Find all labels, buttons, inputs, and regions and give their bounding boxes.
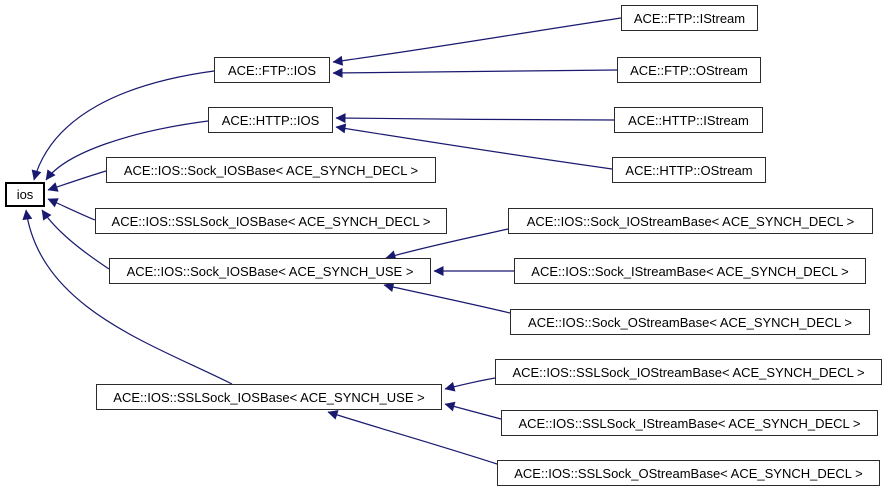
node-sock-istreambase-decl-label: ACE::IOS::Sock_IStreamBase< ACE_SYNCH_DE… [531, 263, 849, 279]
node-ace-ftp-ostream[interactable]: ACE::FTP::OStream [617, 57, 761, 83]
edge-http-ios-to-ios [45, 120, 209, 181]
edge-sslsock-iosbase-use-to-ios [22, 209, 233, 385]
edge-sock-ostreambase-decl-to-sock-iosbase-use [383, 282, 511, 314]
node-ace-http-ios-label: ACE::HTTP::IOS [221, 112, 320, 128]
edge-ftp-ios-to-ios [31, 70, 215, 181]
edge-sock-iostreambase-decl-to-sock-iosbase-use [385, 228, 509, 261]
node-sslsock-iosbase-decl[interactable]: ACE::IOS::SSLSock_IOSBase< ACE_SYNCH_DEC… [95, 208, 447, 234]
node-ios: ios [5, 182, 45, 207]
node-ace-http-ostream[interactable]: ACE::HTTP::OStream [612, 157, 766, 183]
node-sock-istreambase-decl[interactable]: ACE::IOS::Sock_IStreamBase< ACE_SYNCH_DE… [514, 258, 866, 284]
node-ace-http-ios[interactable]: ACE::HTTP::IOS [208, 107, 333, 133]
node-ace-http-ostream-label: ACE::HTTP::OStream [625, 162, 753, 178]
node-ace-ftp-istream-label: ACE::FTP::IStream [633, 10, 746, 26]
node-sslsock-iostreambase-decl[interactable]: ACE::IOS::SSLSock_IOStreamBase< ACE_SYNC… [495, 359, 882, 385]
node-sslsock-ostreambase-decl[interactable]: ACE::IOS::SSLSock_OStreamBase< ACE_SYNCH… [497, 460, 880, 486]
node-ace-http-istream-label: ACE::HTTP::IStream [628, 112, 749, 128]
node-ios-label: ios [16, 187, 34, 202]
node-sock-ostreambase-decl-label: ACE::IOS::Sock_OStreamBase< ACE_SYNCH_DE… [528, 314, 852, 330]
node-sslsock-iosbase-use[interactable]: ACE::IOS::SSLSock_IOSBase< ACE_SYNCH_USE… [96, 384, 442, 410]
node-ace-ftp-ios[interactable]: ACE::FTP::IOS [214, 57, 330, 83]
edge-ftp-istream-to-ftp-ios [332, 17, 622, 66]
node-sslsock-istreambase-decl[interactable]: ACE::IOS::SSLSock_IStreamBase< ACE_SYNCH… [501, 410, 878, 436]
node-sslsock-istreambase-decl-label: ACE::IOS::SSLSock_IStreamBase< ACE_SYNCH… [518, 415, 861, 431]
node-ace-ftp-istream[interactable]: ACE::FTP::IStream [621, 5, 758, 31]
node-sslsock-iostreambase-decl-label: ACE::IOS::SSLSock_IOStreamBase< ACE_SYNC… [512, 364, 865, 380]
node-sock-iostreambase-decl[interactable]: ACE::IOS::Sock_IOStreamBase< ACE_SYNCH_D… [508, 208, 873, 234]
edge-http-ostream-to-http-ios [335, 123, 613, 170]
edge-http-istream-to-http-ios [335, 113, 615, 124]
node-sock-ostreambase-decl[interactable]: ACE::IOS::Sock_OStreamBase< ACE_SYNCH_DE… [510, 309, 870, 335]
node-sslsock-ostreambase-decl-label: ACE::IOS::SSLSock_OStreamBase< ACE_SYNCH… [514, 465, 863, 481]
edge-sock-iosbase-use-to-ios [41, 209, 110, 270]
node-sslsock-iosbase-decl-label: ACE::IOS::SSLSock_IOSBase< ACE_SYNCH_DEC… [111, 213, 431, 229]
node-sock-iostreambase-decl-label: ACE::IOS::Sock_IOStreamBase< ACE_SYNCH_D… [526, 213, 855, 229]
node-sock-iosbase-use[interactable]: ACE::IOS::Sock_IOSBase< ACE_SYNCH_USE > [109, 258, 431, 284]
node-ace-http-istream[interactable]: ACE::HTTP::IStream [614, 107, 763, 133]
edge-sslsock-iostreambase-decl-to-sslsock-iosbase-use [444, 377, 496, 392]
edge-sslsock-istreambase-decl-to-sslsock-iosbase-use [444, 401, 502, 420]
node-sock-iosbase-decl-label: ACE::IOS::Sock_IOSBase< ACE_SYNCH_DECL > [123, 162, 419, 178]
edge-sock-iosbase-decl-to-ios [47, 170, 107, 192]
node-sslsock-iosbase-use-label: ACE::IOS::SSLSock_IOSBase< ACE_SYNCH_USE… [113, 389, 425, 405]
node-ace-ftp-ios-label: ACE::FTP::IOS [227, 62, 317, 78]
node-sock-iosbase-use-label: ACE::IOS::Sock_IOSBase< ACE_SYNCH_USE > [126, 263, 414, 279]
edge-sslsock-iosbase-decl-to-ios [47, 198, 96, 221]
node-ace-ftp-ostream-label: ACE::FTP::OStream [630, 62, 748, 78]
edge-sslsock-ostreambase-decl-to-sslsock-iosbase-use [327, 410, 498, 465]
node-sock-iosbase-decl[interactable]: ACE::IOS::Sock_IOSBase< ACE_SYNCH_DECL > [106, 157, 436, 183]
edge-ftp-ostream-to-ftp-ios [332, 67, 618, 78]
